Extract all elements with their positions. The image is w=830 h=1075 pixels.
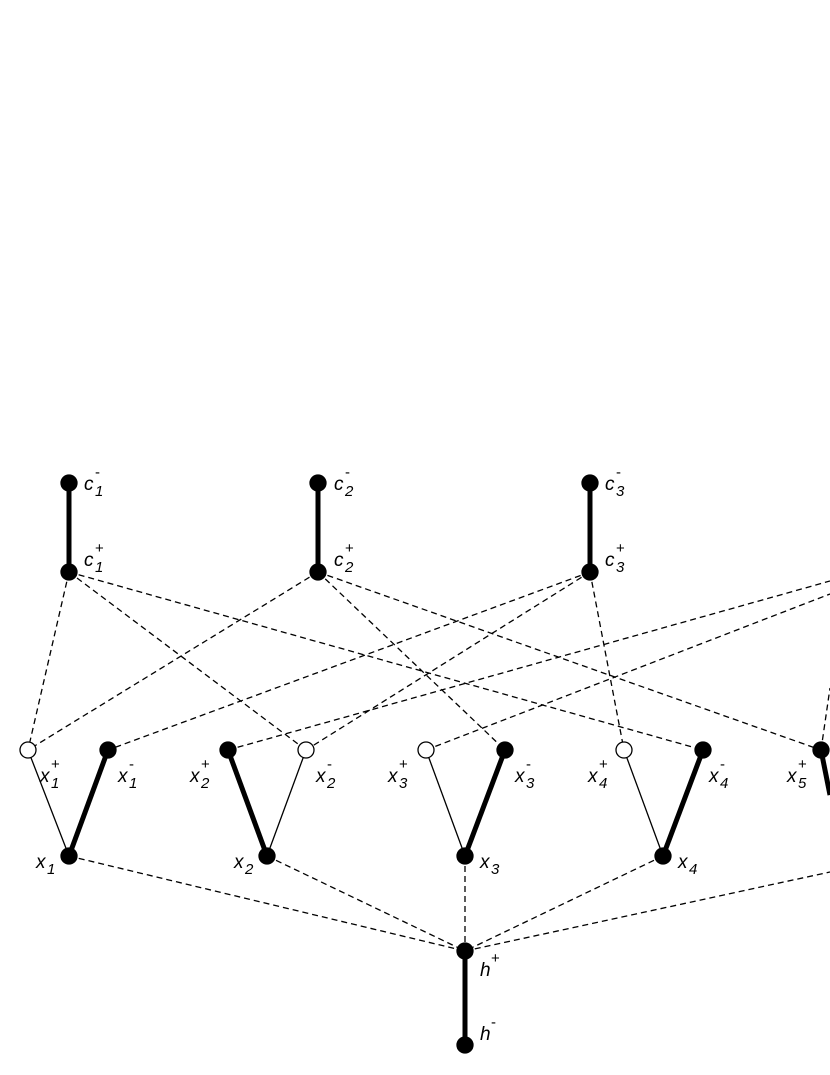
edge-x3+-x3 xyxy=(425,749,466,857)
edge-x2--x2 xyxy=(266,749,307,857)
node-x3- xyxy=(496,741,514,759)
label-h+: h+ xyxy=(480,950,500,981)
edge-c2+-x1+ xyxy=(27,571,319,751)
edge-x3--x3 xyxy=(462,749,508,857)
edge-h+-offpage xyxy=(464,871,830,952)
edge-c1+-x1+ xyxy=(27,571,70,751)
edge-x1--x1 xyxy=(66,749,111,857)
edge-c3+-x4+ xyxy=(589,571,625,751)
node-x3+ xyxy=(417,741,435,759)
nodes-layer xyxy=(19,474,830,1054)
edge-x2-h+ xyxy=(266,855,466,952)
node-x1- xyxy=(99,741,117,759)
edge-x4-h+ xyxy=(464,855,664,952)
node-x4- xyxy=(694,741,712,759)
edge-x1-h+ xyxy=(68,855,466,952)
node-x3 xyxy=(456,847,474,865)
edge-c2+-x3- xyxy=(317,571,506,751)
node-c3- xyxy=(581,474,599,492)
node-h+ xyxy=(456,942,474,960)
node-h- xyxy=(456,1036,474,1054)
node-c2- xyxy=(309,474,327,492)
node-x4 xyxy=(654,847,672,865)
node-x1+ xyxy=(19,741,37,759)
node-c3+ xyxy=(581,563,599,581)
node-c1+ xyxy=(60,563,78,581)
node-x2+ xyxy=(219,741,237,759)
edges-layer xyxy=(27,483,830,1045)
node-x4+ xyxy=(615,741,633,759)
node-x5+ xyxy=(812,741,830,759)
node-x2 xyxy=(258,847,276,865)
edge-x2+-x2 xyxy=(225,749,270,857)
edge-c3+-x2- xyxy=(305,571,591,751)
node-x1 xyxy=(60,847,78,865)
edge-c1+-x4- xyxy=(68,571,704,751)
node-c1- xyxy=(60,474,78,492)
edge-x5+-offpage xyxy=(820,687,830,751)
edge-c3+-x1- xyxy=(107,571,591,751)
edge-x4--x4 xyxy=(660,749,706,857)
edge-x2+-offpage xyxy=(227,580,830,751)
edge-x4+-x4 xyxy=(623,749,664,857)
edge-c2+-x5+ xyxy=(317,571,822,751)
node-c2+ xyxy=(309,563,327,581)
edge-x3+-offpage xyxy=(425,593,830,751)
label-h-: h- xyxy=(480,1014,496,1045)
edge-c1+-x2- xyxy=(68,571,307,751)
edge-x1+-x1 xyxy=(27,749,70,857)
node-x2- xyxy=(297,741,315,759)
